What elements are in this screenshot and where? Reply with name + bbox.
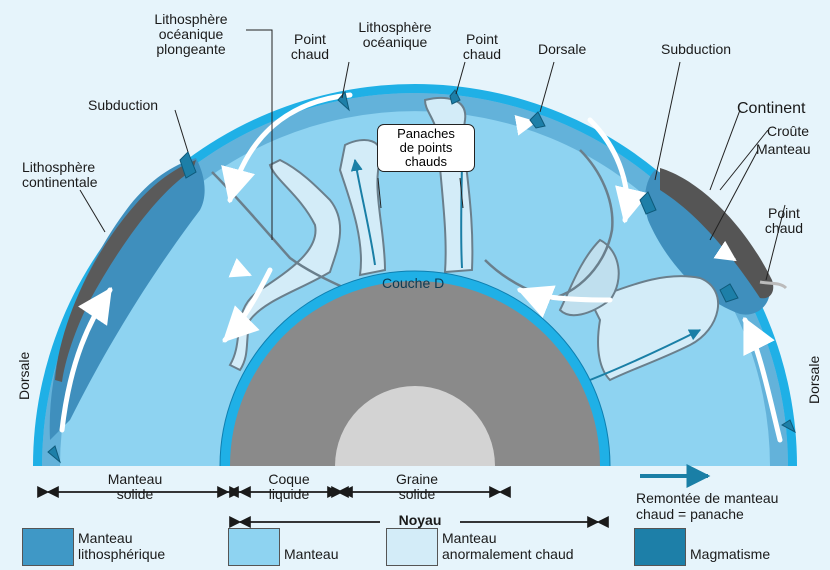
legend-label-manteau-anormalement-chaud: Manteau anormalement chaud bbox=[442, 530, 574, 562]
legend-label-magmatisme: Magmatisme bbox=[690, 546, 770, 562]
legend-swatch-magmatisme bbox=[634, 528, 686, 566]
label-couche-d: Couche D bbox=[382, 276, 444, 291]
scale-manteau-solide: Manteau solide bbox=[90, 472, 180, 502]
label-lithosphere-continentale: Lithosphère continentale bbox=[22, 160, 98, 190]
label-dorsale-right: Dorsale bbox=[806, 356, 822, 404]
label-point-chaud-right: Point chaud bbox=[756, 206, 812, 236]
label-dorsale-left: Dorsale bbox=[16, 352, 32, 400]
legend-label-panache: Remontée de manteau chaud = panache bbox=[636, 490, 778, 522]
scale-coque-liquide: Coque liquide bbox=[254, 472, 324, 502]
label-point-chaud-2: Point chaud bbox=[452, 32, 512, 62]
scale-graine-solide: Graine solide bbox=[382, 472, 452, 502]
legend-label-manteau-lithospherique: Manteau lithosphérique bbox=[78, 530, 165, 562]
label-point-chaud-1: Point chaud bbox=[280, 32, 340, 62]
label-dorsale-top: Dorsale bbox=[538, 42, 586, 57]
label-manteau-right: Manteau bbox=[756, 142, 810, 157]
legend-swatch-manteau bbox=[228, 528, 280, 566]
scale-noyau: Noyau bbox=[380, 513, 460, 528]
legend-swatch-manteau-anormalement-chaud bbox=[386, 528, 438, 566]
legend-swatch-manteau-lithospherique bbox=[22, 528, 74, 566]
label-subduction-left: Subduction bbox=[88, 98, 158, 113]
label-subduction-right: Subduction bbox=[661, 42, 731, 57]
callout-panaches: Panaches de points chauds bbox=[377, 124, 475, 172]
legend-label-manteau: Manteau bbox=[284, 546, 338, 562]
label-continent: Continent bbox=[737, 101, 806, 116]
label-lithosphere-oceanique: Lithosphère océanique bbox=[345, 20, 445, 50]
label-croute: Croûte bbox=[767, 124, 809, 139]
label-lithosphere-plongeante: Lithosphère océanique plongeante bbox=[136, 12, 246, 57]
